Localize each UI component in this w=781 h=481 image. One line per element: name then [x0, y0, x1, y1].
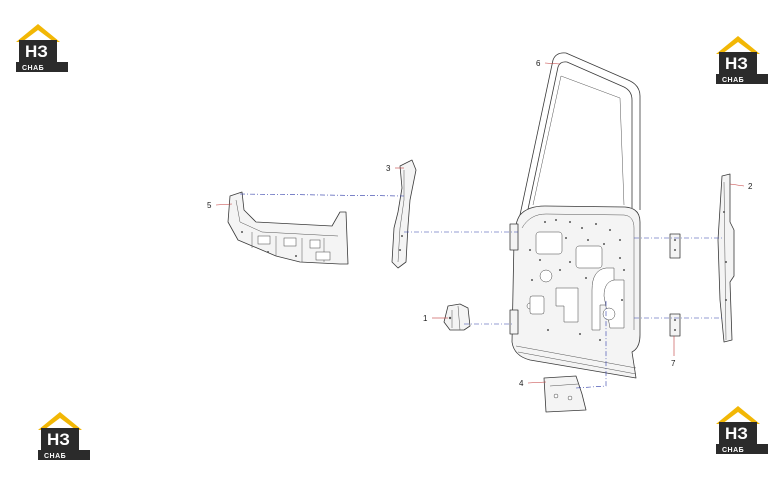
logo-subtext: СНАБ [722, 447, 744, 454]
part-4-lower-plate [543, 375, 587, 413]
panel-holes [529, 219, 625, 341]
part-6-door-frame [509, 52, 641, 379]
assembly-lines [239, 193, 724, 389]
callout-4: 4 [519, 379, 524, 388]
logo-subtext: СНАБ [44, 453, 66, 460]
watermark-logo-bottom-left: HЗ СНАБ [38, 412, 90, 460]
logo-letters: HЗ [725, 54, 748, 73]
logo-subtext: СНАБ [22, 65, 44, 72]
watermark-logo-bottom-right: HЗ СНАБ [716, 406, 768, 454]
logo-letters: HЗ [725, 424, 748, 443]
part-1-hinge [443, 303, 471, 331]
callout-6: 6 [536, 59, 541, 68]
part-5-lower-bracket [227, 191, 349, 265]
watermark-logo-top-left: HЗ СНАБ [16, 24, 68, 72]
callout-7: 7 [671, 359, 676, 368]
callout-2: 2 [748, 182, 753, 191]
logo-letters: HЗ [47, 430, 70, 449]
callout-3: 3 [386, 164, 391, 173]
part-2-vertical-strip [717, 173, 735, 343]
logo-letters: HЗ [25, 42, 48, 61]
watermark-logo-top-right: HЗ СНАБ [716, 36, 768, 84]
part-3-pillar-reinforcement [391, 159, 417, 269]
callout-5: 5 [207, 201, 212, 210]
part-7-strips [669, 233, 681, 337]
callouts: 1 2 3 4 5 6 7 [207, 59, 753, 388]
callout-1: 1 [423, 314, 428, 323]
logo-subtext: СНАБ [722, 77, 744, 84]
